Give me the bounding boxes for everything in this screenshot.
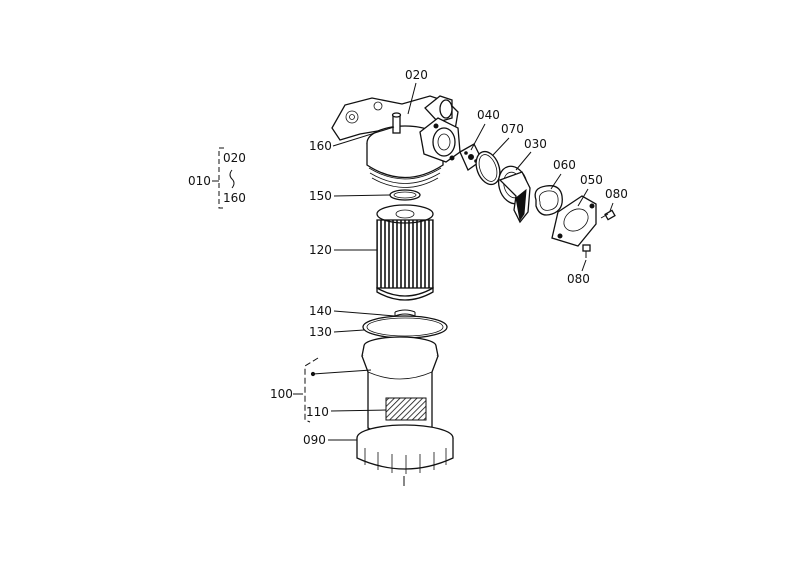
label-160-range: 160 [223,191,246,205]
callout-050: 050 [577,173,603,207]
label-020-range: 020 [223,151,246,165]
label-010: 010 [188,174,211,188]
callout-080-lower: 080 [567,259,590,286]
screw-080-lower [582,244,591,258]
label-160: 160 [309,139,332,153]
callout-030: 030 [515,137,547,171]
label-100: 100 [270,387,293,401]
callout-060: 060 [550,158,576,190]
o-ring-130 [362,315,448,339]
sub-group-100: 100 [270,357,372,423]
label-140: 140 [309,304,332,318]
callout-160: 160 [309,126,395,153]
label-090: 090 [303,433,326,447]
callout-020: 020 [405,68,428,115]
range-tilde [229,169,235,189]
callout-040: 040 [470,108,500,151]
label-030: 030 [524,137,547,151]
filter-head-020 [331,95,461,188]
filter-element-120 [376,204,434,301]
label-110: 110 [306,405,329,419]
label-060: 060 [553,158,576,172]
callout-130: 130 [309,325,365,339]
label-130: 130 [309,325,332,339]
callout-150: 150 [309,189,391,203]
ring-nut-090 [356,424,454,486]
filter-bowl-110 [361,336,439,438]
label-150: 150 [309,189,332,203]
label-120: 120 [309,243,332,257]
cover-plate-050 [551,195,597,247]
gasket-060 [534,185,563,216]
label-050: 050 [580,173,603,187]
callout-070: 070 [492,122,524,156]
callout-110: 110 [306,405,387,419]
label-070: 070 [501,122,524,136]
screw-080-upper [600,209,616,221]
callout-080-upper: 080 [605,187,628,212]
callout-090: 090 [303,433,357,447]
label-040: 040 [477,108,500,122]
callout-120: 120 [309,243,377,257]
label-020: 020 [405,68,428,82]
callout-140: 140 [309,304,396,318]
label-080-lower: 080 [567,272,590,286]
o-ring-150 [389,189,421,201]
o-ring-070 [475,150,501,186]
cock-lever-030 [497,165,531,224]
label-080-upper: 080 [605,187,628,201]
assembly-group-010: 010 020 160 [188,147,246,209]
group-bracket [218,147,224,209]
